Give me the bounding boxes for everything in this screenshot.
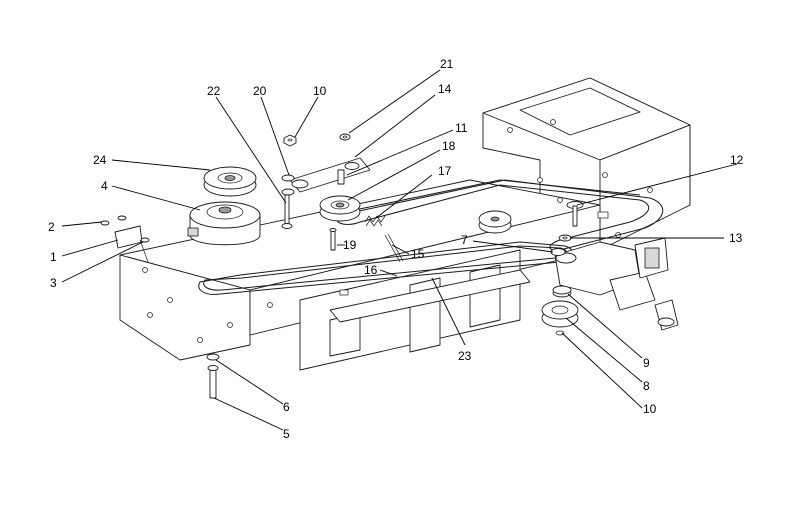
callout-20: 20 <box>253 84 267 98</box>
nut-10-top <box>283 134 297 147</box>
callout-1: 1 <box>50 250 57 264</box>
callout-22: 22 <box>207 84 221 98</box>
rod-15 <box>384 233 404 263</box>
callout-17: 17 <box>438 164 452 178</box>
idler-pulley-18 <box>319 195 361 222</box>
callout-7: 7 <box>461 233 468 247</box>
idler-arm-11 <box>289 157 371 193</box>
pin-19 <box>329 228 337 251</box>
pulley-8-9 <box>541 285 579 336</box>
pulley-24 <box>203 166 257 197</box>
electric-clutch-4 <box>187 201 261 246</box>
callout-2: 2 <box>48 220 55 234</box>
callout-5: 5 <box>283 427 290 441</box>
callout-19: 19 <box>343 238 357 252</box>
callout-18: 18 <box>442 139 456 153</box>
callout-24: 24 <box>93 153 107 167</box>
spring-17 <box>364 215 386 227</box>
rail-23 <box>329 269 531 323</box>
callout-14: 14 <box>438 82 452 96</box>
bolt-5-washer-6 <box>206 353 220 399</box>
leader-lines <box>61 69 738 431</box>
bolt-22 <box>281 194 293 229</box>
callout-10-bottom: 10 <box>643 402 657 416</box>
callout-16: 16 <box>364 263 378 277</box>
callout-3: 3 <box>50 276 57 290</box>
callout-21: 21 <box>440 57 454 71</box>
nut-21 <box>339 133 351 141</box>
callout-12: 12 <box>730 153 744 167</box>
screw-2 <box>100 215 127 226</box>
bolt-12 <box>566 201 584 227</box>
callout-23: 23 <box>458 349 472 363</box>
callout-labels: 21 14 10 20 22 11 18 24 17 12 4 2 7 13 1… <box>48 57 744 441</box>
washer-13 <box>558 234 572 242</box>
nut-3 <box>140 237 150 243</box>
callout-11: 11 <box>455 121 468 135</box>
callout-9: 9 <box>643 356 650 370</box>
spacer-7 <box>550 248 566 256</box>
idler-pulley-right <box>478 210 512 234</box>
callout-8: 8 <box>643 379 650 393</box>
callout-10-top: 10 <box>313 84 327 98</box>
gearbox-assembly <box>554 237 679 331</box>
callout-6: 6 <box>283 400 290 414</box>
callout-4: 4 <box>101 179 108 193</box>
washer-20 <box>281 174 295 196</box>
callout-15: 15 <box>411 247 425 261</box>
callout-13: 13 <box>729 231 743 245</box>
